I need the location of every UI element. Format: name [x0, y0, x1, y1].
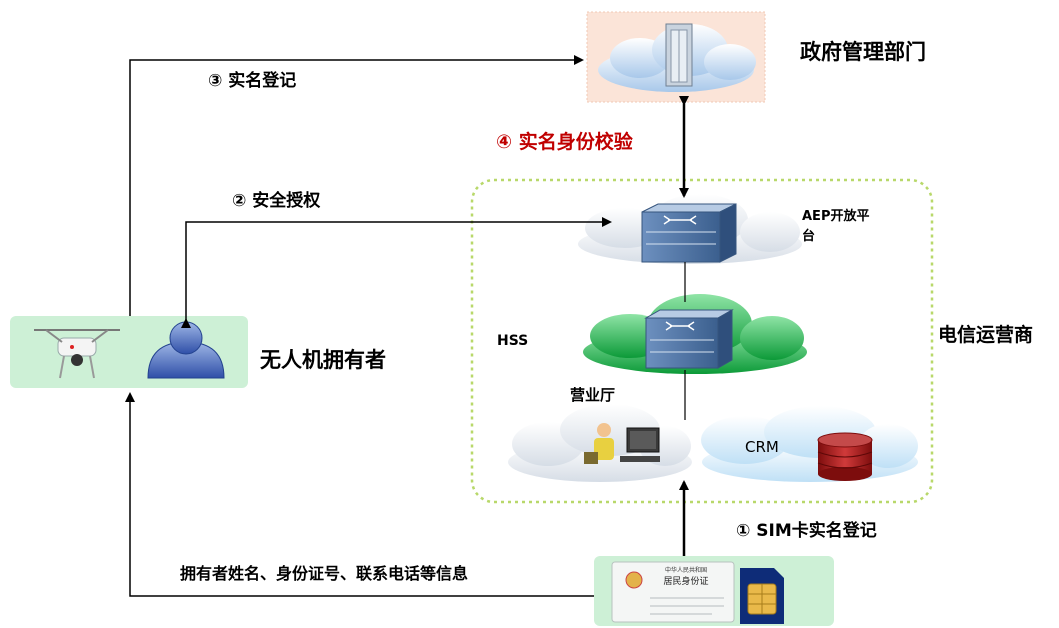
telecom-operator-label: 电信运营商: [938, 324, 1034, 346]
identity-verify-label: ④ 实名身份校验: [496, 131, 633, 153]
sim-register-label: ① SIM卡实名登记: [736, 521, 877, 541]
security-auth-label: ② 安全授权: [232, 191, 321, 211]
hss-switch-icon: [644, 309, 734, 369]
aep-label-line1: AEP开放平: [802, 209, 870, 224]
sim-card-icon: [740, 568, 784, 624]
arrow-owner-info: [125, 392, 594, 597]
aep-switch-icon: [641, 203, 737, 263]
id-card-icon: 中华人民共和国 居民身份证: [611, 561, 735, 623]
realname-register-label: ③ 实名登记: [208, 71, 297, 91]
owner-info-label: 拥有者姓名、身份证号、联系电话等信息: [180, 564, 469, 583]
crm-label: CRM: [745, 438, 779, 456]
clerk-computer-icon: [584, 423, 660, 464]
id-card-title-small: 中华人民共和国: [665, 566, 707, 574]
hss-label: HSS: [497, 333, 529, 349]
database-icon: [817, 432, 873, 481]
arrow-security-auth: [181, 217, 612, 328]
id-card-title-big: 居民身份证: [663, 575, 708, 587]
business-hall-label: 营业厅: [570, 386, 616, 404]
arrow-realname-register: [129, 55, 584, 316]
aep-label-line2: 台: [802, 229, 816, 244]
drone-owner-label: 无人机拥有者: [260, 348, 386, 372]
gov-dept-label: 政府管理部门: [800, 40, 926, 64]
person-icon: [147, 321, 225, 379]
server-cabinet-icon: [665, 23, 693, 87]
crm-cloud: [701, 406, 918, 482]
operator-region: [470, 178, 934, 504]
drone-icon: [34, 329, 120, 379]
